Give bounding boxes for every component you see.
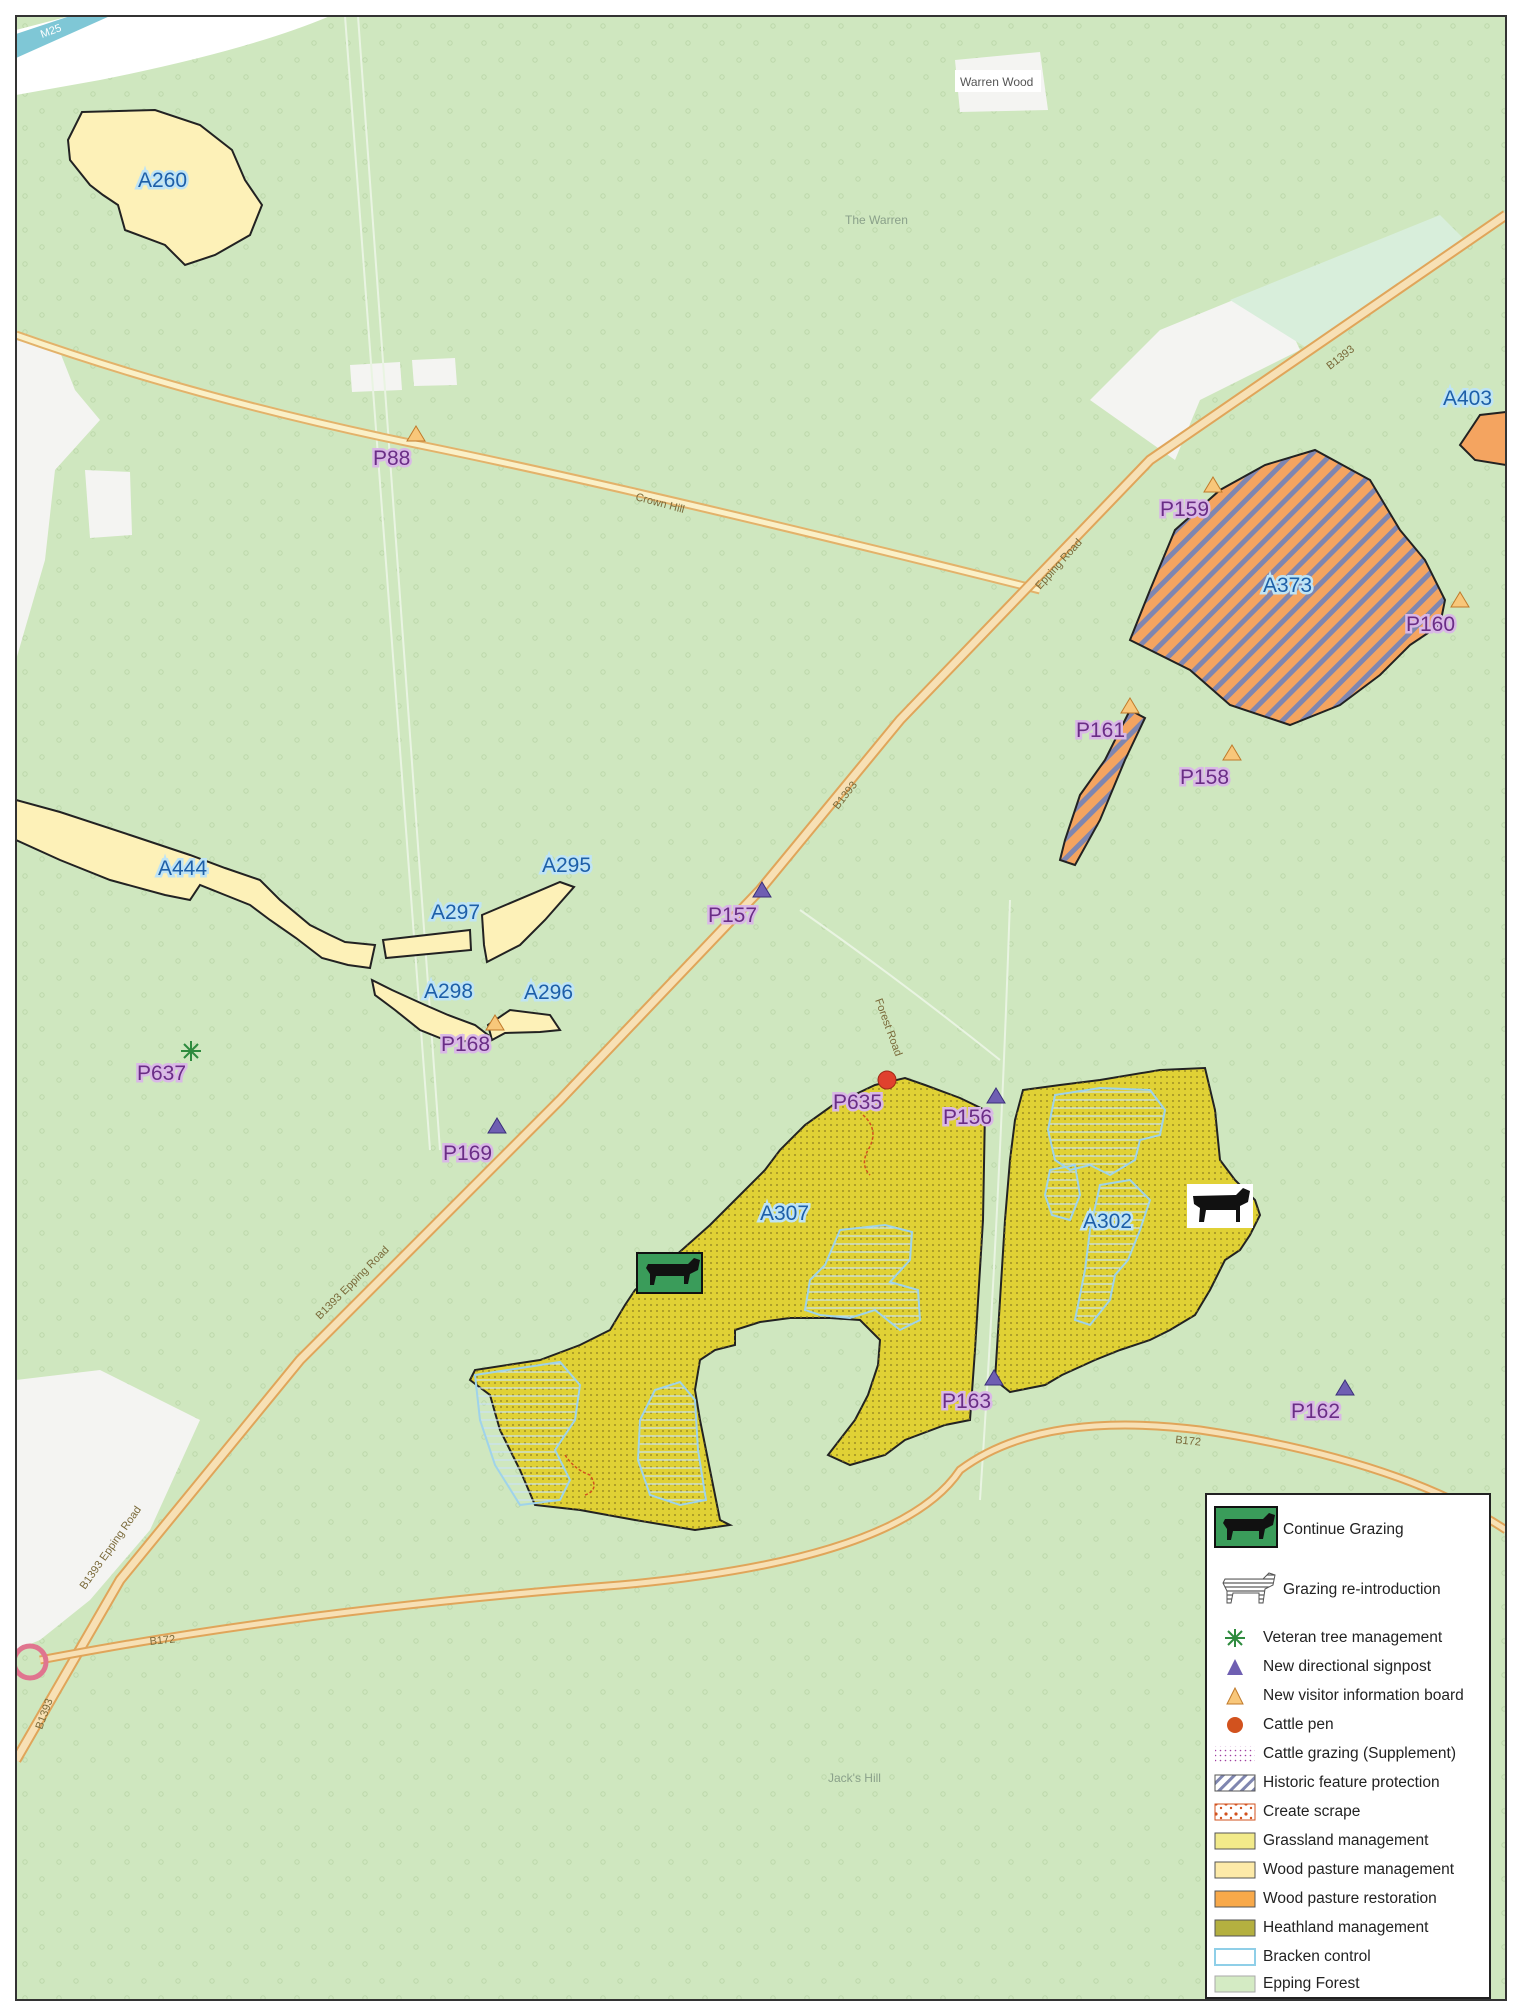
label-p158: P158: [1180, 766, 1229, 789]
area-a296[interactable]: [486, 1008, 562, 1042]
road-label-b172-east: B172: [1175, 1434, 1202, 1449]
m25-motorway: [16, 16, 330, 95]
label-p160: P160: [1406, 613, 1455, 636]
label-a296: A296: [524, 981, 573, 1004]
label-p159: P159: [1160, 498, 1209, 521]
label-a444: A444: [158, 857, 207, 880]
legend-item: Epping Forest: [1207, 1971, 1493, 1997]
info-board-markers[interactable]: [406, 425, 1470, 1031]
area-a298[interactable]: [370, 978, 490, 1044]
cattle-pen-marker[interactable]: [877, 1070, 897, 1090]
legend-item: Heathland management: [1207, 1915, 1493, 1941]
cow-hatched-icon: [1222, 1572, 1276, 1604]
label-a373: A373: [1263, 574, 1312, 597]
cattle-pen-icon: [1227, 1717, 1243, 1733]
road-label-b172-west: B172: [149, 1633, 176, 1648]
signpost-markers[interactable]: [487, 881, 1355, 1396]
veteran-tree-marker[interactable]: [181, 1041, 201, 1061]
wood-pasture-rest-swatch-icon: [1214, 1890, 1256, 1908]
signpost-icon: [1227, 1659, 1243, 1675]
legend-item: New visitor information board: [1207, 1683, 1493, 1709]
area-a444[interactable]: [16, 798, 377, 970]
label-p162: P162: [1291, 1400, 1340, 1423]
label-p157: P157: [708, 904, 757, 927]
grassland-swatch-icon: [1214, 1832, 1256, 1850]
place-label-warren-wood: Warren Wood: [960, 75, 1033, 89]
label-a403: A403: [1443, 387, 1492, 410]
label-a297: A297: [431, 901, 480, 924]
legend-item: Veteran tree management: [1207, 1625, 1493, 1651]
label-p168: P168: [441, 1033, 490, 1056]
label-a260: A260: [138, 169, 187, 192]
label-p169: P169: [443, 1142, 492, 1165]
label-p637: P637: [137, 1062, 186, 1085]
cow-white-icon[interactable]: [1187, 1184, 1253, 1228]
info-board-icon: [1226, 1686, 1244, 1705]
area-a297[interactable]: [381, 928, 473, 960]
legend-item: New directional signpost: [1207, 1654, 1493, 1680]
legend-item: Wood pasture restoration: [1207, 1886, 1493, 1912]
area-p161-sliver[interactable]: [1058, 708, 1147, 867]
bracken-swatch-icon: [1214, 1948, 1256, 1966]
veteran-tree-icon: [1225, 1629, 1245, 1647]
wood-pasture-mgmt-swatch-icon: [1214, 1861, 1256, 1879]
label-p635: P635: [833, 1091, 882, 1114]
hatch-pattern-icon: [1214, 1774, 1256, 1792]
area-a403[interactable]: [1458, 410, 1506, 467]
legend-item: Grassland management: [1207, 1828, 1493, 1854]
place-label-the-warren: The Warren: [845, 213, 908, 227]
legend-item: Wood pasture management: [1207, 1857, 1493, 1883]
area-a373[interactable]: [1128, 448, 1447, 727]
legend-item: Bracken control: [1207, 1944, 1493, 1970]
bracken-patch-a302: [1046, 1086, 1167, 1177]
legend-item: Cattle pen: [1207, 1712, 1493, 1738]
label-a307: A307: [760, 1202, 809, 1225]
legend-item: Continue Grazing: [1207, 1505, 1493, 1551]
legend-item: Create scrape: [1207, 1799, 1493, 1825]
label-p161: P161: [1076, 719, 1125, 742]
label-p156: P156: [943, 1106, 992, 1129]
place-label-jacks-hill: Jack's Hill: [828, 1771, 881, 1785]
bracken-patch-a307: [803, 1223, 922, 1332]
dots-pattern-icon: [1215, 1746, 1255, 1762]
epping-forest-swatch-icon: [1214, 1975, 1256, 1993]
label-a298: A298: [424, 980, 473, 1003]
heathland-swatch-icon: [1214, 1919, 1256, 1937]
label-a302: A302: [1083, 1210, 1132, 1233]
map-legend: Continue Grazing Grazing re-introduction…: [1205, 1493, 1491, 1999]
label-a295: A295: [542, 854, 591, 877]
label-p163: P163: [942, 1390, 991, 1413]
cow-green-icon[interactable]: [636, 1252, 703, 1294]
scrape-pattern-icon: [1214, 1803, 1256, 1821]
legend-item: Historic feature protection: [1207, 1770, 1493, 1796]
legend-item: Grazing re-introduction: [1207, 1565, 1493, 1611]
area-a295[interactable]: [480, 880, 576, 964]
area-a260[interactable]: [66, 108, 264, 267]
urban-area-west: [16, 340, 100, 660]
cow-green-icon: [1214, 1506, 1278, 1548]
label-p88: P88: [373, 447, 410, 470]
legend-item: Cattle grazing (Supplement): [1207, 1741, 1493, 1767]
